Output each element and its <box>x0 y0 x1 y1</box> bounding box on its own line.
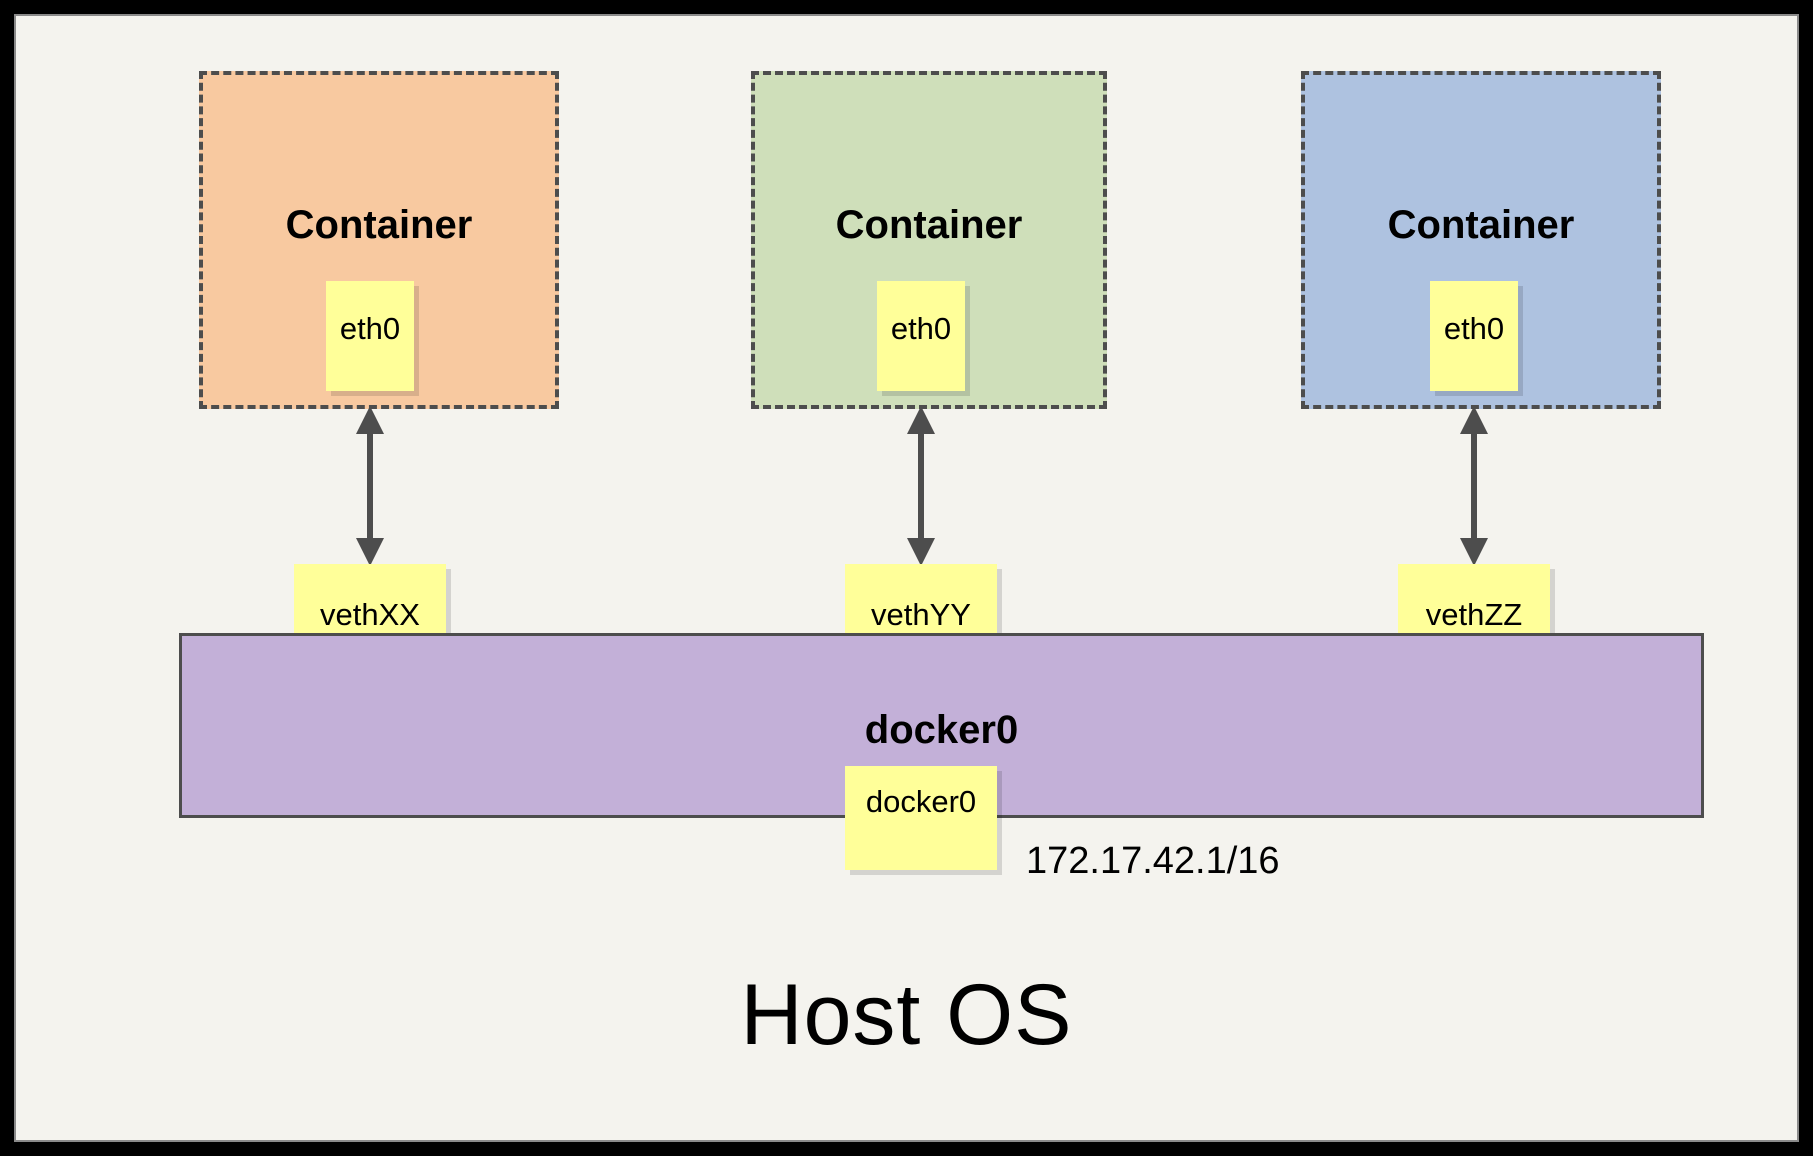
veth-label-2: vethYY <box>871 597 971 632</box>
host-os-label: Host OS <box>740 967 1073 1063</box>
veth-label-1: vethXX <box>320 597 420 632</box>
docker0-interface-label: docker0 <box>865 784 977 819</box>
arrow-container-2-to-veth <box>901 406 941 566</box>
container-2-eth0-label: eth0 <box>890 311 952 346</box>
diagram-canvas: Container eth0 vethXX Container eth0 <box>14 14 1799 1142</box>
container-1-eth0-label: eth0 <box>339 311 401 346</box>
container-title-2: Container <box>835 203 1023 247</box>
container-2-eth0-box: eth0 <box>877 281 965 391</box>
veth-label-3: vethZZ <box>1425 597 1523 632</box>
container-title-1: Container <box>285 203 473 247</box>
arrow-container-1-to-veth <box>350 406 390 566</box>
container-1-eth0-box: eth0 <box>326 281 414 391</box>
arrow-container-3-to-veth <box>1454 406 1494 566</box>
docker0-ip-label: 172.17.42.1/16 <box>1026 840 1280 882</box>
container-3-eth0-box: eth0 <box>1430 281 1518 391</box>
docker0-interface-box: docker0 <box>845 766 997 870</box>
docker0-bar-label: docker0 <box>864 708 1019 752</box>
container-title-3: Container <box>1387 203 1575 247</box>
container-3-eth0-label: eth0 <box>1443 311 1505 346</box>
